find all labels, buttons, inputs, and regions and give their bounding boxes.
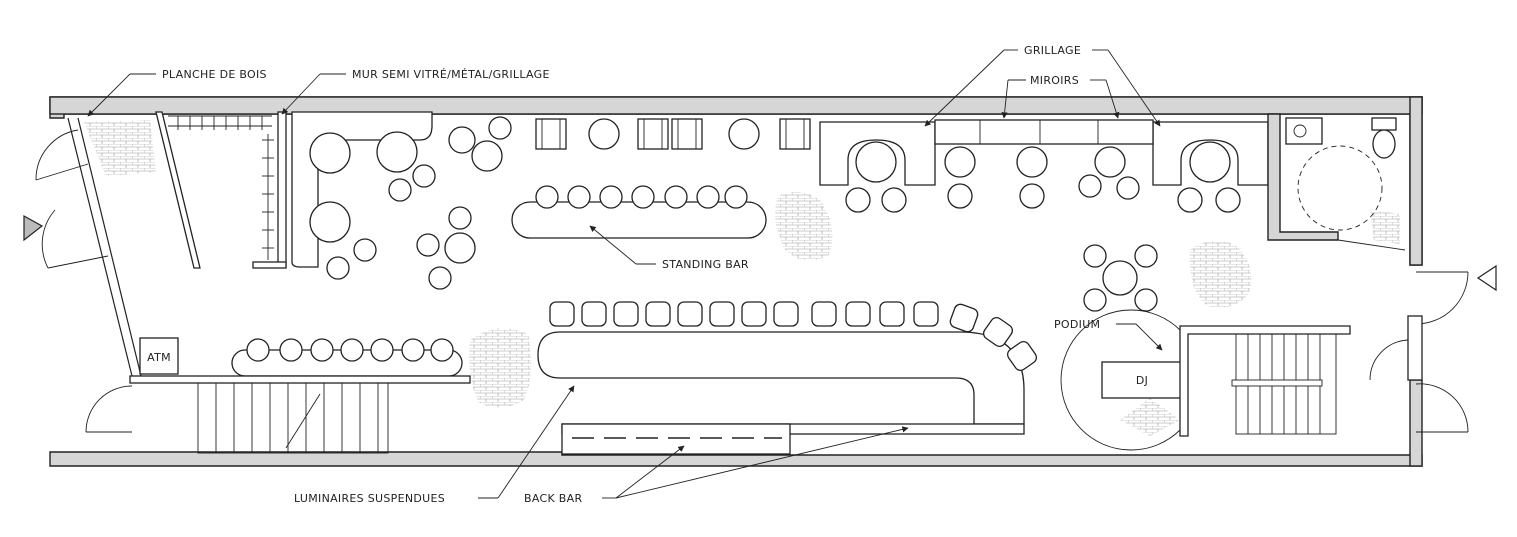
callout-lines: [87, 49, 1163, 499]
floor-textures: [84, 120, 1400, 408]
main-bar: [537, 301, 1038, 455]
label-grillage: GRILLAGE: [1024, 44, 1081, 57]
dj-label: DJ: [1136, 374, 1148, 387]
top-armchairs: [535, 118, 811, 150]
stair-wall: [129, 375, 471, 384]
triangle-right-icon: [23, 214, 44, 242]
atm-box: [139, 337, 179, 375]
label-standing-bar: STANDING BAR: [662, 258, 749, 271]
wood-plank-and-glazed-wall: [155, 111, 287, 269]
exterior-walls: [49, 96, 1423, 467]
left-staircase: [197, 382, 389, 454]
label-miroirs: MIROIRS: [1030, 74, 1079, 87]
triangle-left-icon: [1476, 264, 1497, 292]
mirror-wall: [934, 119, 1154, 209]
right-entrance-doors: [1369, 271, 1469, 433]
label-back-bar: BACK BAR: [524, 492, 582, 505]
podium: [1060, 309, 1183, 451]
lower-left-bench: [231, 338, 463, 377]
left-entrance-doors: [35, 117, 143, 433]
atm-label: ATM: [147, 351, 171, 364]
booth-left: [819, 121, 936, 213]
standing-bar: [511, 185, 767, 239]
label-podium: PODIUM: [1054, 318, 1100, 331]
label-planche: PLANCHE DE BOIS: [162, 68, 267, 81]
restroom: [1267, 113, 1406, 251]
label-luminaires: LUMINAIRES SUSPENDUES: [294, 492, 445, 505]
label-mur: MUR SEMI VITRÉ/MÉTAL/GRILLAGE: [352, 68, 550, 81]
lounge-seating: [291, 111, 512, 290]
right-staircase: [1179, 325, 1351, 437]
booth-right: [1152, 121, 1269, 213]
center-round-table: [1083, 244, 1158, 312]
